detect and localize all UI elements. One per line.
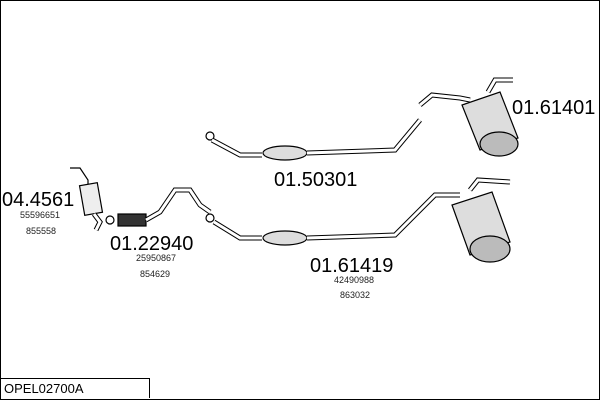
part-number-front-pipe[interactable]: 01.22940 <box>110 233 194 255</box>
part-ref: 42490988 <box>334 275 375 285</box>
diagram-code-label: OPEL02700A <box>0 378 150 398</box>
rear-silencer-part[interactable] <box>205 177 511 263</box>
part-ref: 25950867 <box>136 253 177 263</box>
catalytic-converter-part[interactable] <box>70 167 104 232</box>
part-number-catalytic[interactable]: 04.4561 <box>2 189 75 211</box>
part-ref: 855558 <box>26 226 57 236</box>
center-pipe-part[interactable] <box>205 118 422 161</box>
part-ref: 55596651 <box>20 210 61 220</box>
part-number-rear-muffler[interactable]: 01.61401 <box>512 97 596 119</box>
part-number-center-pipe[interactable]: 01.50301 <box>274 169 358 191</box>
rear-muffler-part[interactable] <box>418 77 519 157</box>
part-ref: 854629 <box>140 269 171 279</box>
part-number-rear-silencer[interactable]: 01.61419 <box>310 255 394 277</box>
front-pipe-part[interactable] <box>105 187 212 227</box>
part-ref: 863032 <box>340 290 371 300</box>
